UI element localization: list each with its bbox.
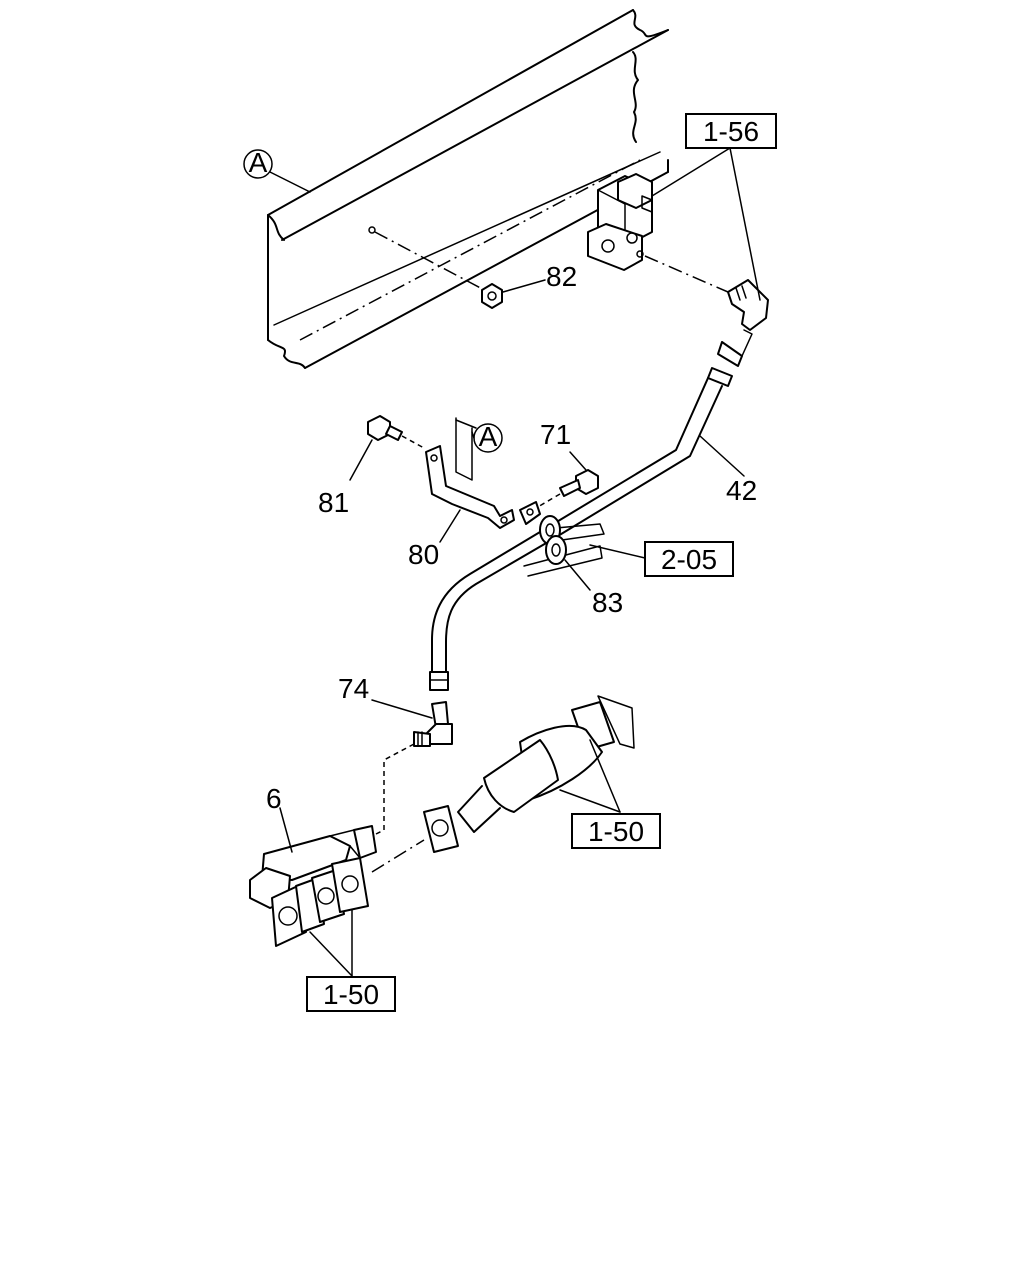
ref-a-bracket-label: A <box>479 421 498 452</box>
clamp-83 <box>523 515 646 591</box>
ref-box-1-56: 1-56 <box>651 113 777 301</box>
ref-box-1-50-left-label: 1-50 <box>323 979 379 1010</box>
callout-81: 81 <box>318 487 349 518</box>
valve-assembly <box>587 173 729 293</box>
ref-box-1-56-label: 1-56 <box>703 116 759 147</box>
flange-stack <box>271 857 369 977</box>
callout-80: 80 <box>408 539 439 570</box>
callout-71: 71 <box>540 419 571 450</box>
elbow-74 <box>371 699 453 835</box>
ref-a-top: A <box>243 147 311 193</box>
pipe-42 <box>429 367 745 691</box>
ref-box-2-05-label: 2-05 <box>661 544 717 575</box>
ref-a-top-label: A <box>249 147 268 178</box>
bolt-81 <box>349 415 425 481</box>
ref-box-1-50-left: 1-50 <box>306 976 396 1012</box>
ref-box-1-50-right-label: 1-50 <box>588 816 644 847</box>
ref-a-bracket: A <box>471 421 503 453</box>
bolt-71 <box>535 451 599 509</box>
callout-82: 82 <box>546 261 577 292</box>
ref-box-1-50-right: 1-50 <box>571 813 661 849</box>
callout-83: 83 <box>592 587 623 618</box>
exhaust-pipe <box>371 695 635 873</box>
callout-74: 74 <box>338 673 369 704</box>
callout-6: 6 <box>266 783 282 814</box>
frame-rail <box>267 9 669 369</box>
ref-box-2-05: 2-05 <box>644 541 734 577</box>
pipe-clip <box>519 501 541 525</box>
bracket-80 <box>425 417 515 543</box>
callout-42: 42 <box>726 475 757 506</box>
nut-82 <box>374 231 546 309</box>
elbow-fitting-top <box>717 279 769 367</box>
